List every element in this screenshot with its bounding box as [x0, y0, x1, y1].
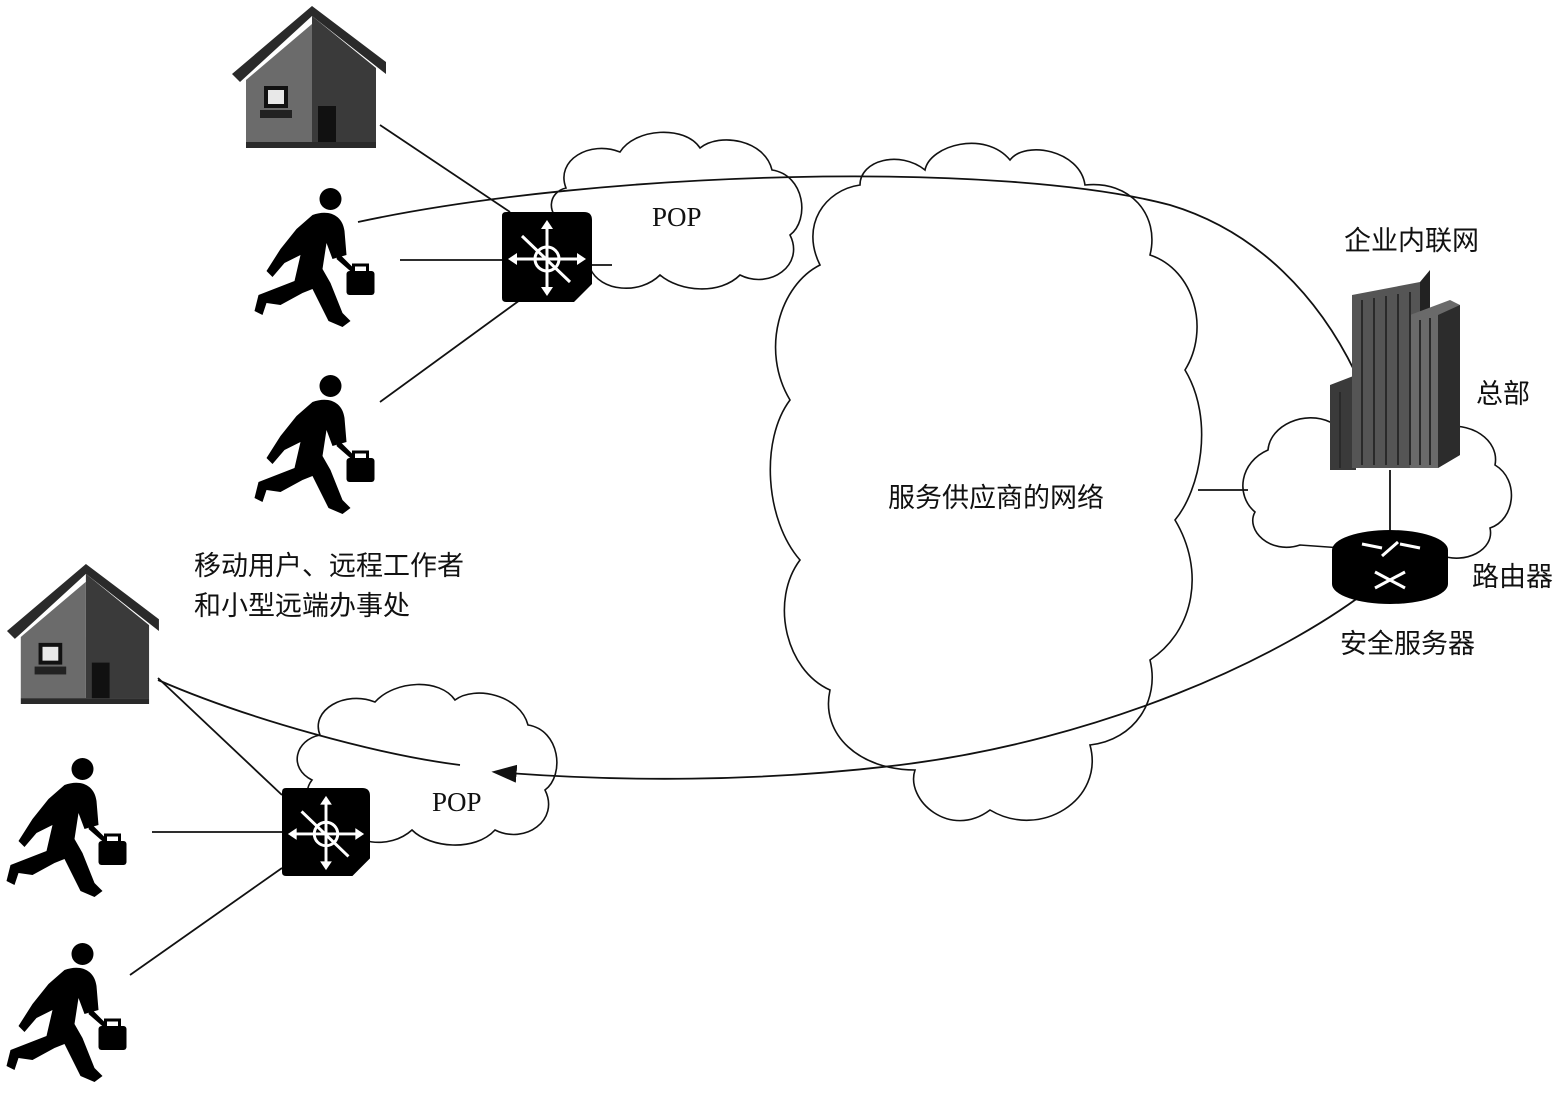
- tunnel-return: [491, 584, 1376, 783]
- remote-office-house-icon: [232, 6, 386, 148]
- remote-users-label-line1: 移动用户、远程工作者: [194, 551, 464, 582]
- mobile-user-icon: [4, 941, 129, 1084]
- router-security-server-icon: [1332, 530, 1448, 604]
- security-server-label: 安全服务器: [1340, 629, 1475, 660]
- remote-users-label-line2: 和小型远端办事处: [194, 591, 410, 622]
- pop-switch-icon: [282, 788, 370, 876]
- mobile-user-icon: [252, 373, 377, 516]
- remote-office-house-icon: [6, 563, 159, 705]
- headquarters-label: 总部: [1476, 379, 1530, 410]
- top-pop-label: POP: [652, 202, 702, 232]
- pop-switch-icon: [502, 212, 592, 302]
- tunnel-top: [357, 175, 1356, 373]
- mobile-user-icon: [4, 756, 129, 899]
- router-label: 路由器: [1472, 562, 1553, 593]
- intranet-label: 企业内联网: [1344, 226, 1479, 257]
- headquarters-building-icon: [1330, 270, 1460, 470]
- provider-network-cloud: [769, 142, 1203, 822]
- provider-network-label: 服务供应商的网络: [888, 483, 1104, 514]
- tunnel-bottom: [157, 679, 461, 766]
- connection-lines: [129, 124, 1391, 976]
- mobile-user-icon: [252, 186, 377, 329]
- bottom-pop-label: POP: [432, 787, 482, 817]
